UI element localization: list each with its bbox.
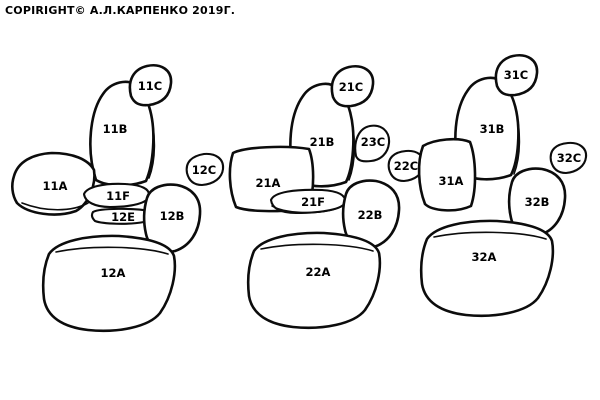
sketch-line (55, 246, 169, 255)
part-31A-label: 31A (439, 174, 464, 188)
part-11F-label: 11F (106, 189, 130, 203)
copyright-text: COPIRIGHT© А.Л.КАРПЕНКО 2019Г. (5, 4, 236, 17)
part-31B-label: 31B (480, 122, 505, 136)
part-22A-label: 22A (306, 265, 331, 279)
part-21C-label: 21C (339, 80, 363, 94)
part-32A-label: 32A (472, 250, 497, 264)
part-31A-shape (417, 137, 477, 212)
part-31C-label: 31C (504, 68, 528, 82)
part-11C-label: 11C (138, 79, 162, 93)
part-22A-shape (246, 231, 382, 329)
part-22C-label: 22C (394, 159, 418, 173)
part-32B-label: 32B (525, 195, 550, 209)
sketch-line (260, 243, 374, 252)
part-12C-shape (185, 152, 225, 187)
part-12B-label: 12B (160, 209, 185, 223)
part-11B-label: 11B (103, 122, 128, 136)
part-32B-shape (507, 167, 567, 238)
part-12C-label: 12C (192, 163, 216, 177)
part-11C-shape (128, 64, 173, 107)
part-11A-label: 11A (43, 179, 68, 193)
part-31C-shape (494, 54, 539, 97)
sketch-line (21, 202, 89, 211)
part-21F-label: 21F (301, 195, 325, 209)
part-22B-shape (341, 179, 401, 250)
part-23C-label: 23C (361, 135, 385, 149)
sketch-line (513, 105, 521, 175)
part-23C-shape (354, 124, 391, 163)
part-32C-shape (549, 141, 588, 175)
part-12A-label: 12A (101, 266, 126, 280)
part-32A-shape (419, 219, 555, 317)
sketch-line (148, 109, 156, 179)
part-21A-label: 21A (256, 176, 281, 190)
part-21C-shape (330, 65, 375, 108)
sketch-line (433, 231, 547, 240)
part-32C-label: 32C (557, 151, 581, 165)
part-21B-label: 21B (310, 135, 335, 149)
part-12B-shape (142, 183, 202, 254)
sketch-line (271, 204, 345, 214)
part-22B-label: 22B (358, 208, 383, 222)
part-12E-label: 12E (111, 210, 135, 224)
part-12A-shape (41, 234, 177, 332)
